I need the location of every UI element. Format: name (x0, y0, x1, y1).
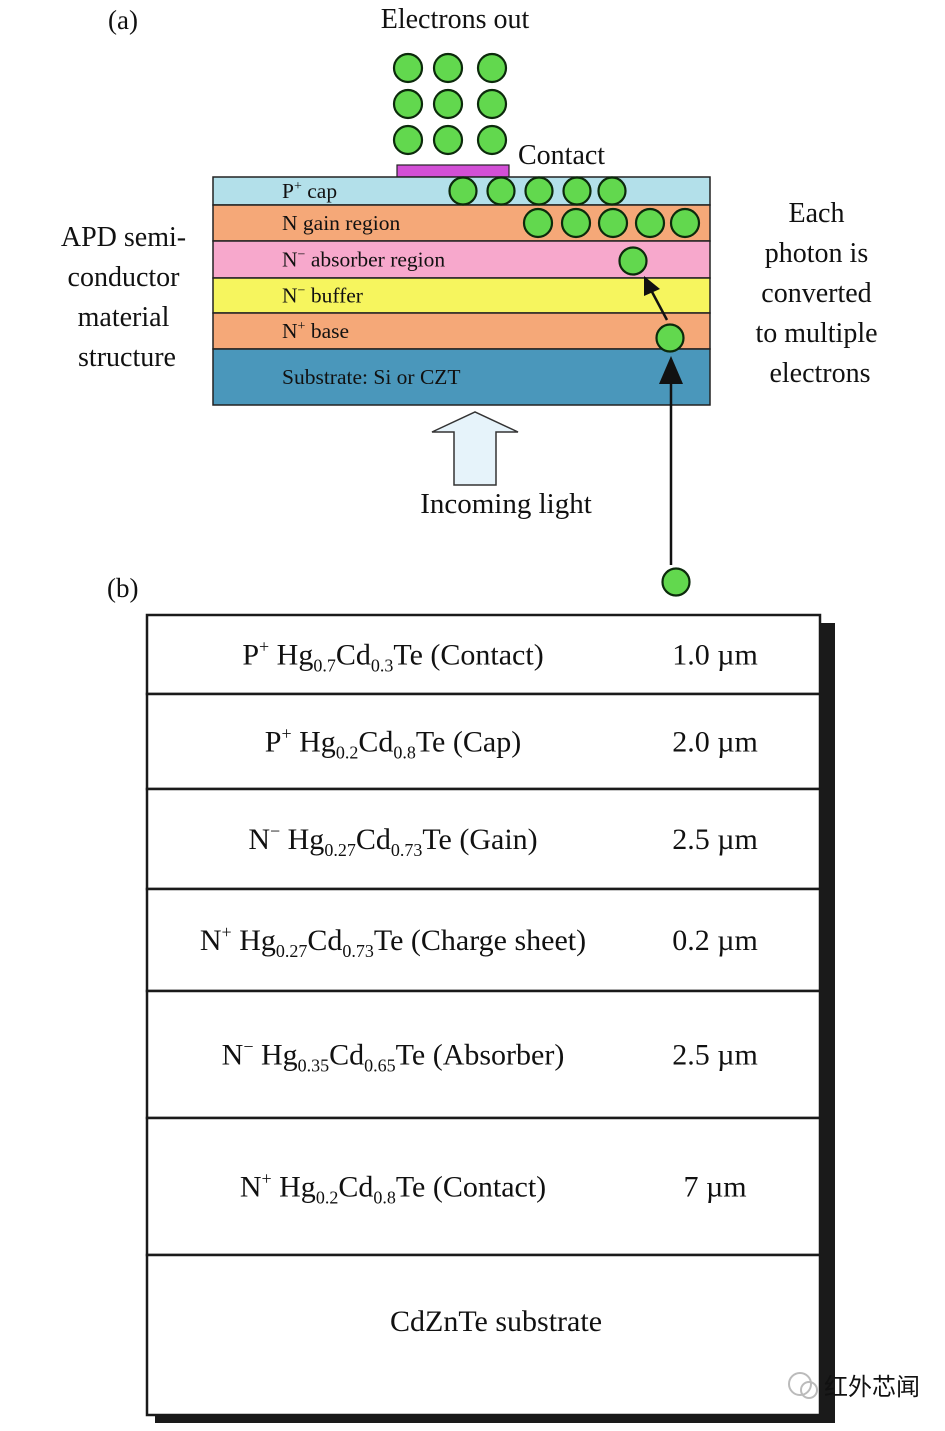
electron-out (432, 88, 464, 120)
electron-absorber (618, 246, 648, 276)
incoming-light-arrow (431, 411, 519, 486)
layer-label-n-buffer: N− buffer (282, 284, 363, 308)
left-caption-line: conductor (68, 262, 181, 293)
table-row (145, 692, 822, 791)
contact-label: Contact (518, 140, 605, 171)
table-row (145, 989, 822, 1120)
electron-cap (448, 176, 478, 206)
right-caption: Each photon is converted to multiple ele… (755, 198, 884, 389)
layer-label-n-gain: N gain region (282, 211, 400, 235)
layer-composition: N+ Hg0.2Cd0.8Te (Contact) (240, 1169, 546, 1208)
electrons-out-label: Electrons out (381, 4, 530, 35)
wechat-icon-secondary (800, 1381, 818, 1399)
table-row (145, 1116, 822, 1257)
table-row (145, 887, 822, 993)
electron-out (432, 52, 464, 84)
electron-gain (669, 207, 701, 239)
incoming-photon (661, 567, 691, 597)
photon-electrons (618, 246, 691, 597)
electron-gain (522, 207, 554, 239)
electron-cap (597, 176, 627, 206)
layer-label-substrate: Substrate: Si or CZT (282, 365, 461, 389)
table-row (145, 613, 822, 696)
layer-substrate (212, 348, 711, 406)
layer-thickness: 1.0 µm (672, 639, 758, 672)
substrate-label: CdZnTe substrate (390, 1305, 602, 1338)
electron-out (476, 124, 508, 156)
layer-thickness: 7 µm (683, 1171, 746, 1204)
layer-label-n-absorber: N− absorber region (282, 248, 445, 272)
electron-out (392, 124, 424, 156)
layer-composition: P+ Hg0.7Cd0.3Te (Contact) (242, 637, 543, 676)
watermark: 红外芯闻 (788, 1372, 920, 1401)
photon-arrowhead (659, 356, 683, 384)
left-caption-line: APD semi- (61, 222, 186, 253)
electron-gain (634, 207, 666, 239)
left-caption: APD semi- conductor material structure (61, 222, 193, 373)
electron-out (476, 52, 508, 84)
contact-pad (396, 164, 510, 178)
electron-base (655, 323, 685, 353)
watermark-text: 红外芯闻 (824, 1374, 920, 1401)
electron-gain (560, 207, 592, 239)
layer-thickness: 0.2 µm (672, 924, 758, 957)
panel-b-label: (b) (107, 573, 138, 603)
layer-table: P+ Hg0.7Cd0.3Te (Contact) 1.0 µm P+ Hg0.2C… (145, 613, 822, 1417)
electron-gain (597, 207, 629, 239)
layer-composition: N− Hg0.27Cd0.73Te (Gain) (248, 821, 537, 860)
electron-path-line (649, 289, 669, 321)
layer-composition: N+ Hg0.27Cd0.73Te (Charge sheet) (200, 922, 586, 961)
layer-n-buffer (212, 277, 711, 314)
electron-arrowhead (644, 276, 660, 296)
layer-thickness: 2.5 µm (672, 1039, 758, 1072)
right-caption-line: electrons (769, 358, 870, 389)
right-caption-line: photon is (765, 238, 868, 269)
left-caption-line: structure (78, 342, 176, 373)
layer-composition: P+ Hg0.2Cd0.8Te (Cap) (265, 724, 521, 763)
apd-layer-stack: P+ cap N gain region N− absorber region N− … (212, 176, 711, 406)
table-row (145, 787, 822, 891)
right-caption-line: converted (761, 278, 871, 309)
layer-thickness: 2.0 µm (672, 726, 758, 759)
electron-out (476, 88, 508, 120)
electron-out (392, 88, 424, 120)
layer-label-p-cap: P+ cap (282, 179, 337, 203)
electron-cap (562, 176, 592, 206)
wechat-icon (788, 1372, 812, 1396)
right-caption-line: to multiple (755, 318, 877, 349)
electron-out (432, 124, 464, 156)
incoming-light-label: Incoming light (420, 488, 592, 520)
panel-a-label: (a) (108, 5, 138, 35)
multiplied-electrons (448, 176, 701, 239)
electrons-out-group (392, 52, 508, 156)
left-caption-line: material (78, 302, 170, 333)
electron-out (392, 52, 424, 84)
layer-thickness: 2.5 µm (672, 823, 758, 856)
substrate-row (145, 1253, 822, 1417)
electron-cap (486, 176, 516, 206)
electron-cap (524, 176, 554, 206)
layer-label-n-base: N+ base (282, 319, 349, 343)
layer-composition: N− Hg0.35Cd0.65Te (Absorber) (222, 1037, 565, 1076)
right-caption-line: Each (789, 198, 845, 229)
